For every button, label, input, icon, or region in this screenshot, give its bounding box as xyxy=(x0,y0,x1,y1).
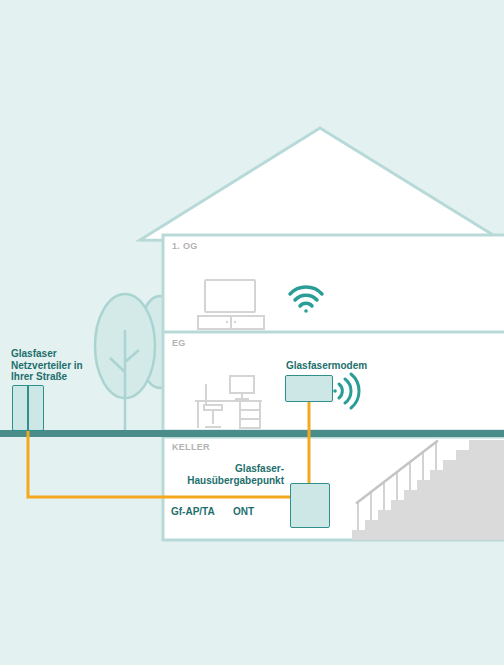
stair-railing xyxy=(409,462,411,490)
stair-railing xyxy=(357,502,359,530)
floor-label: EG xyxy=(172,338,186,349)
house-outline xyxy=(140,128,504,540)
fiber-cable xyxy=(308,402,311,483)
ground-line xyxy=(0,430,504,437)
floor-band: EG Glasfasermodem xyxy=(163,332,504,430)
stair-railing xyxy=(370,492,372,520)
stair-railing xyxy=(383,482,385,510)
device-label: Glasfaser- Hausübergabepunkt xyxy=(172,463,284,486)
street-cabinet: Glasfaser Netzverteiler in Ihrer Straße xyxy=(12,385,44,431)
device-label: Glasfasermodem xyxy=(286,360,367,372)
floor-band: KELLERGlasfaser- HausübergabepunktGf-AP/… xyxy=(163,437,504,540)
floor-label: 1. OG xyxy=(172,241,198,252)
stair-railing xyxy=(396,472,398,500)
desk-icon xyxy=(195,376,262,428)
modem-box: Glasfasermodem xyxy=(285,375,333,402)
stair-railing xyxy=(435,442,437,470)
stair-steps xyxy=(352,440,504,540)
stair-railing xyxy=(356,441,438,504)
fiber-cable xyxy=(28,431,290,497)
staircase xyxy=(352,440,504,540)
stair-railing xyxy=(422,452,424,480)
ont-box: Glasfaser- HausübergabepunktGf-AP/TAONT xyxy=(290,483,330,528)
device-code: ONT xyxy=(233,506,254,518)
tv-icon xyxy=(198,280,264,329)
cabinet-label: Glasfaser Netzverteiler in Ihrer Straße xyxy=(11,348,95,383)
device-code: Gf-AP/TA xyxy=(171,506,215,518)
floor-label: KELLER xyxy=(172,442,210,453)
signal-waves xyxy=(333,374,359,408)
floor-band: 1. OG xyxy=(163,235,504,332)
wifi-icon xyxy=(290,287,322,313)
